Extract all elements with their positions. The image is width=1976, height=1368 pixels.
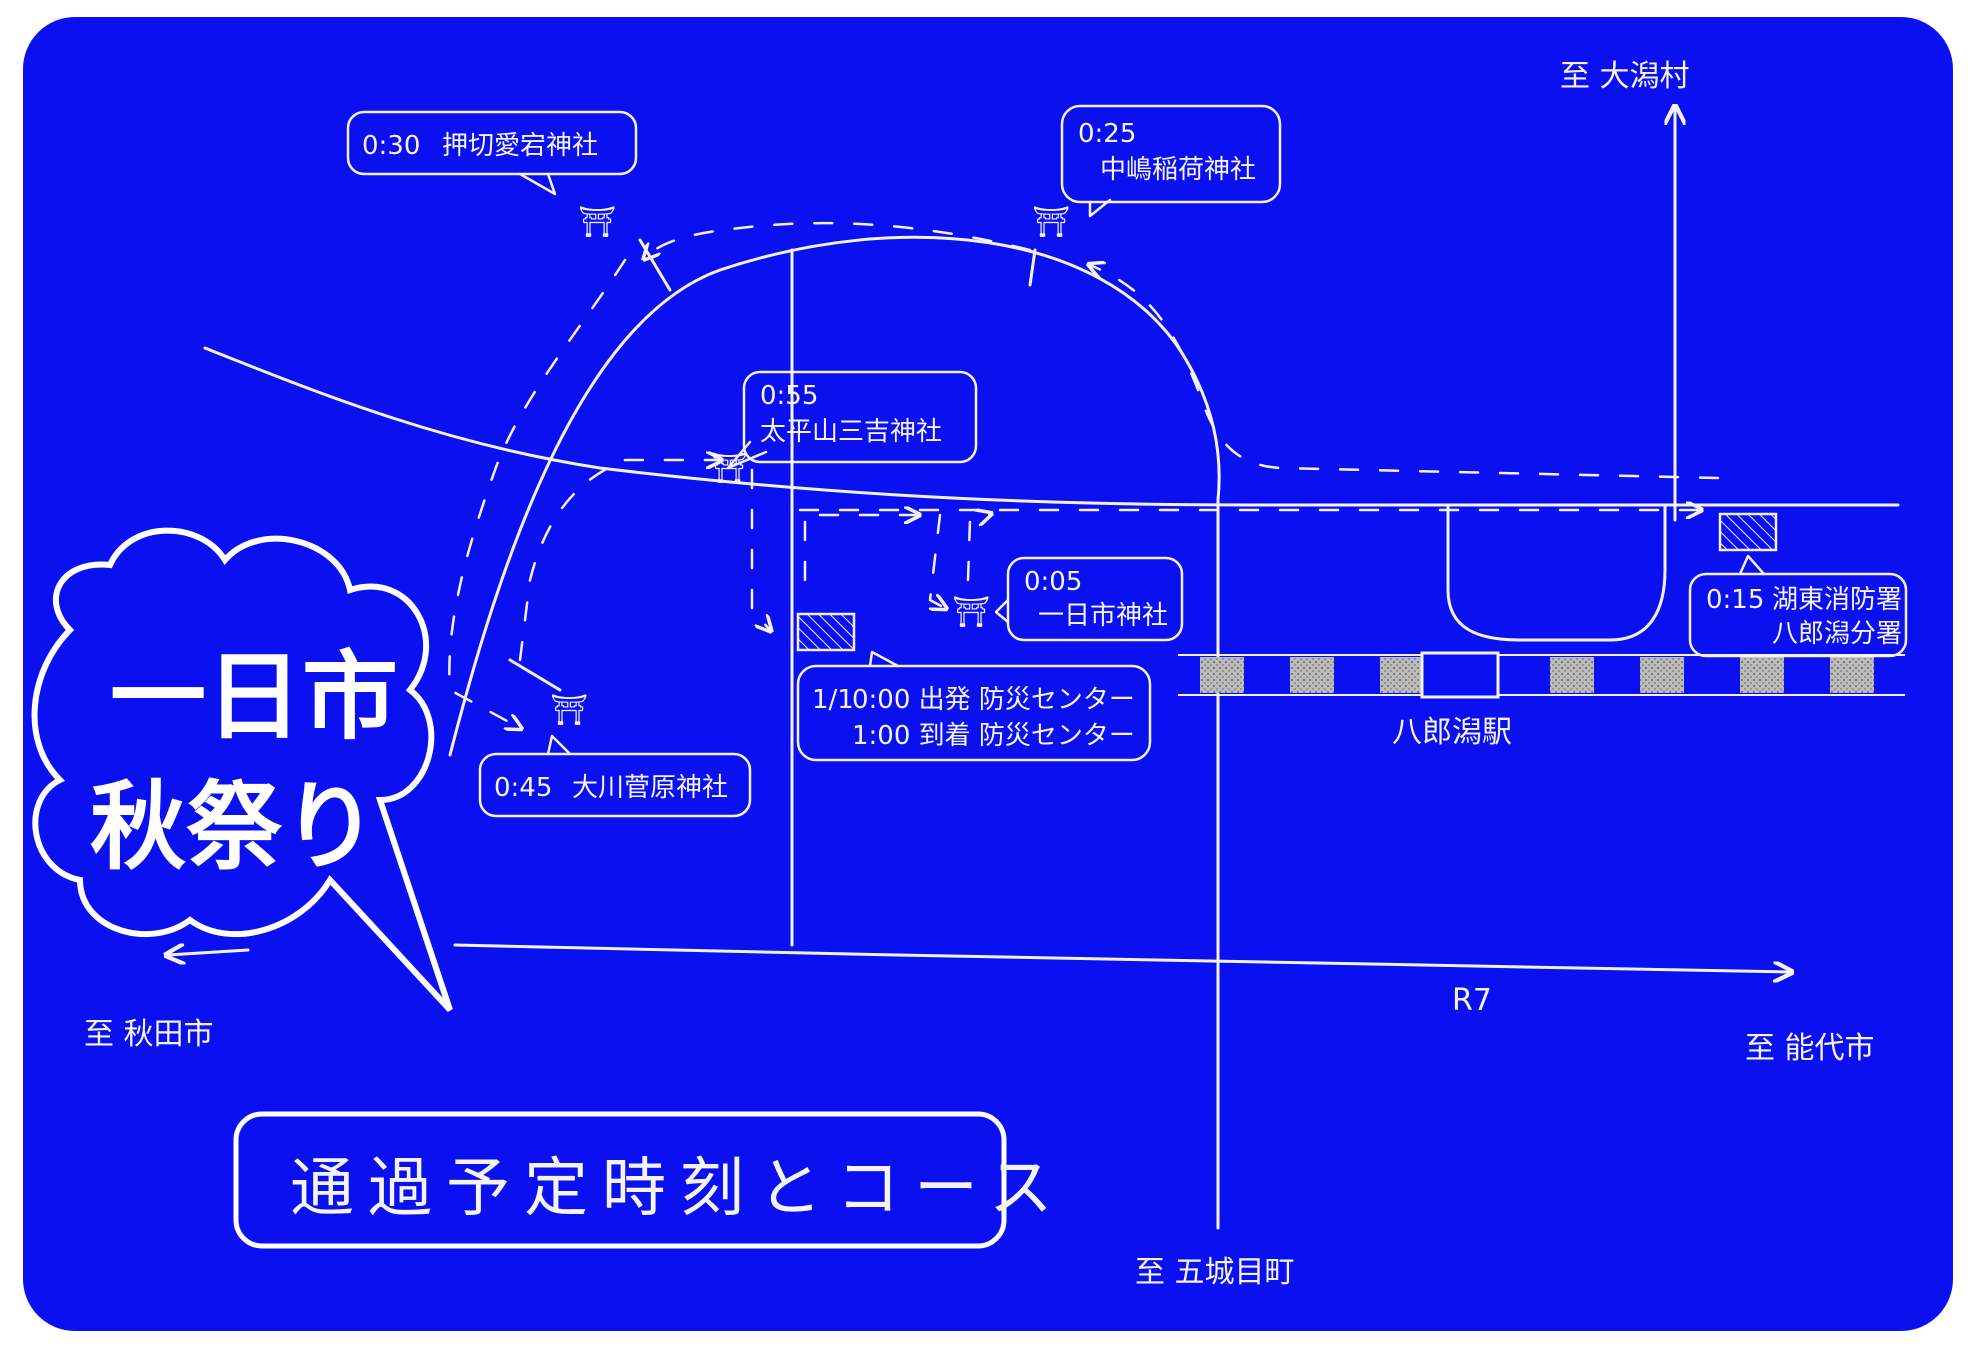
road-akita-arrow <box>168 950 250 955</box>
logo-line2: 秋祭り <box>90 771 378 883</box>
railway <box>1178 651 1905 699</box>
callout-nakajima: 0:25 中嶋稲荷神社 <box>1060 104 1282 218</box>
map-panel <box>17 11 1959 1337</box>
name-nakajima: 中嶋稲荷神社 <box>1100 155 1256 185</box>
callout-schedule: 1/1 0:00 出発 防災センター 1:00 到着 防災センター <box>796 650 1152 762</box>
callout-kotou: 0:15 湖東消防署 八郎潟分署 <box>1688 554 1908 658</box>
time-taiheizan: 0:55 <box>760 381 818 411</box>
disaster-center <box>796 612 856 652</box>
callout-oshikiri: 0:30 押切愛宕神社 <box>346 110 638 196</box>
time-oshikiri: 0:30 <box>362 131 420 161</box>
time-okawa: 0:45 <box>494 773 552 803</box>
callout-okawa: 0:45 大川菅原神社 <box>478 734 752 818</box>
callout-taiheizan: 0:55 太平山三吉神社 <box>726 370 978 470</box>
time-hitoichi: 0:05 <box>1024 567 1082 597</box>
road-top <box>203 346 1900 507</box>
road-left-branch <box>508 658 562 692</box>
station-label: 八郎潟駅 <box>1392 715 1512 750</box>
shrine-icon-nakajima: ⛩ <box>1032 205 1070 240</box>
callout-hitoichi: 0:05 一日市神社 <box>994 556 1184 642</box>
title-box: 通過予定時刻とコース <box>233 1111 1067 1249</box>
station-building <box>1420 651 1500 699</box>
direction-gojome: 至 五城目町 <box>1135 1255 1295 1290</box>
festival-logo: 一日市 秋祭り <box>31 527 453 1013</box>
time-nakajima: 0:25 <box>1078 119 1136 149</box>
road-station-loop <box>1446 503 1667 642</box>
schedule-date: 1/1 <box>812 685 854 715</box>
direction-ogata: 至 大潟村 <box>1560 59 1690 94</box>
name-oshikiri: 押切愛宕神社 <box>442 131 598 161</box>
road-arc <box>448 235 1221 1230</box>
schedule-arrive: 1:00 到着 防災センター <box>852 721 1135 751</box>
route-path <box>448 221 1720 728</box>
schedule-depart: 0:00 出発 防災センター <box>852 685 1135 715</box>
name-kotou: 湖東消防署 <box>1772 585 1902 615</box>
name-taiheizan: 太平山三吉神社 <box>760 417 942 447</box>
name-okawa: 大川菅原神社 <box>572 773 728 803</box>
shrine-icon-okawa: ⛩ <box>550 693 588 728</box>
time-kotou: 0:15 <box>1706 585 1764 615</box>
road-top-branch-2 <box>1028 248 1037 287</box>
shrine-icon-hitoichi: ⛩ <box>952 595 990 630</box>
name-hitoichi: 一日市神社 <box>1038 601 1168 631</box>
shrine-icon-oshikiri: ⛩ <box>578 205 616 240</box>
logo-line1: 一日市 <box>110 641 398 753</box>
road-r7 <box>453 943 1790 972</box>
direction-noshiro: 至 能代市 <box>1745 1031 1875 1066</box>
sub-kotou: 八郎潟分署 <box>1772 619 1902 649</box>
road-r7-label: R7 <box>1452 983 1492 1018</box>
map-title: 通過予定時刻とコース <box>290 1152 1067 1226</box>
fire-station <box>1718 512 1778 552</box>
direction-akita: 至 秋田市 <box>84 1017 214 1052</box>
